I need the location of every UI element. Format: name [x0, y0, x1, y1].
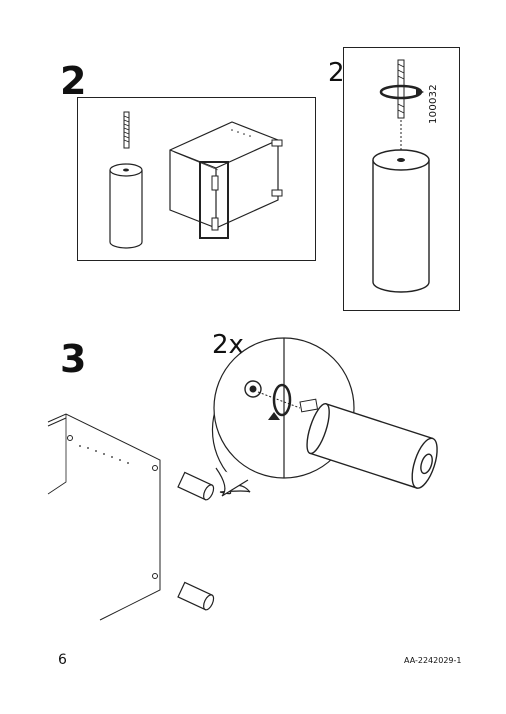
screw-into-leg-detail: [372, 59, 430, 293]
part-number: 100032: [428, 84, 439, 124]
step-3-quantity: 2x: [212, 330, 244, 360]
step-3-number: 3: [60, 337, 87, 381]
step-2-detail-panel: 100032: [343, 47, 460, 311]
step-2-number: 2: [60, 59, 87, 103]
page-number: 6: [58, 652, 67, 668]
document-code: AA-2242029-1: [404, 656, 462, 665]
cabinet-with-legs-illustration: [47, 337, 438, 621]
cabinet-underside-illustration: [169, 121, 283, 239]
step-2-overview-panel: [77, 97, 316, 261]
leg-with-screw-illustration: [109, 111, 143, 249]
